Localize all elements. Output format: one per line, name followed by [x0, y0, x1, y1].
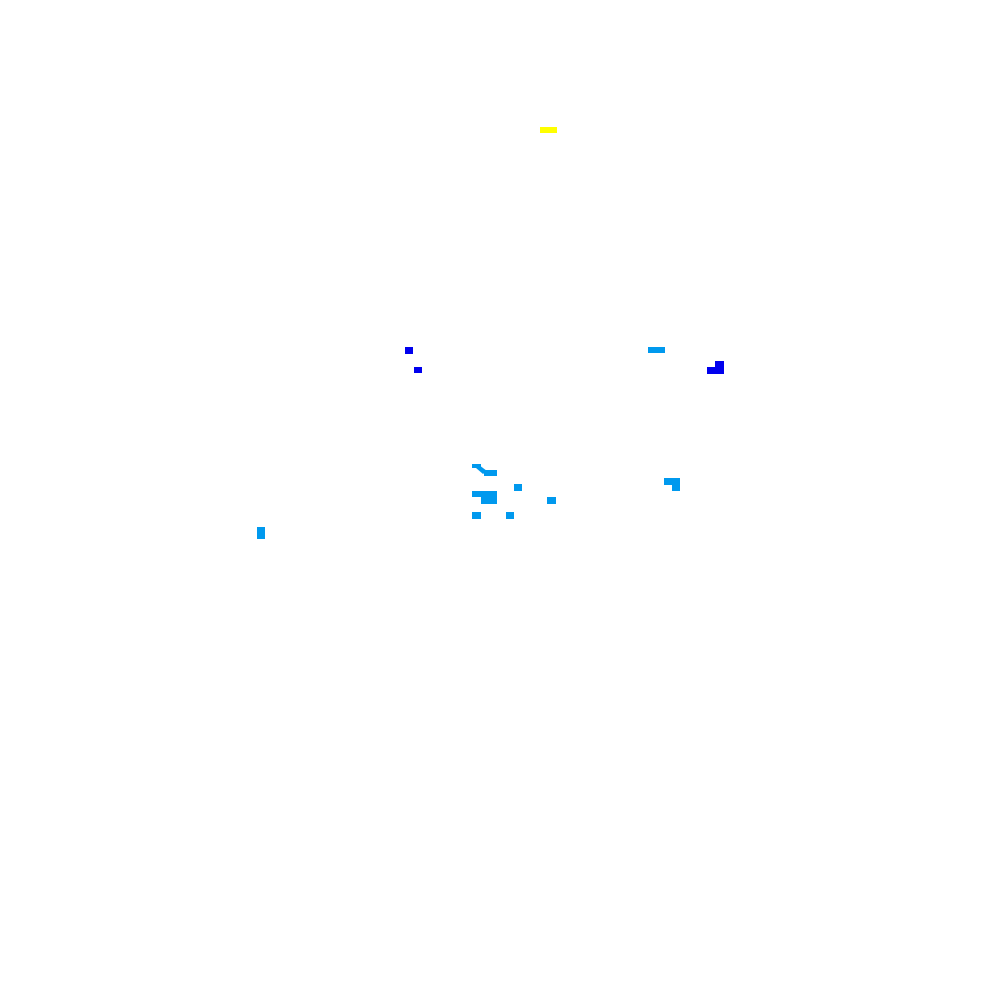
light-blue-mark-far-left — [257, 527, 265, 539]
light-blue-mark-center-small — [514, 484, 522, 491]
dark-blue-mark-left-top — [405, 347, 413, 354]
dark-blue-mark-left-bottom — [414, 367, 422, 373]
light-blue-mark-center-right — [547, 497, 556, 504]
light-blue-cluster-center — [472, 464, 514, 519]
light-blue-mark-right-middle — [664, 478, 680, 491]
light-blue-mark-upper-right — [648, 347, 665, 353]
yellow-mark — [540, 127, 557, 133]
dark-blue-mark-right — [707, 361, 724, 374]
